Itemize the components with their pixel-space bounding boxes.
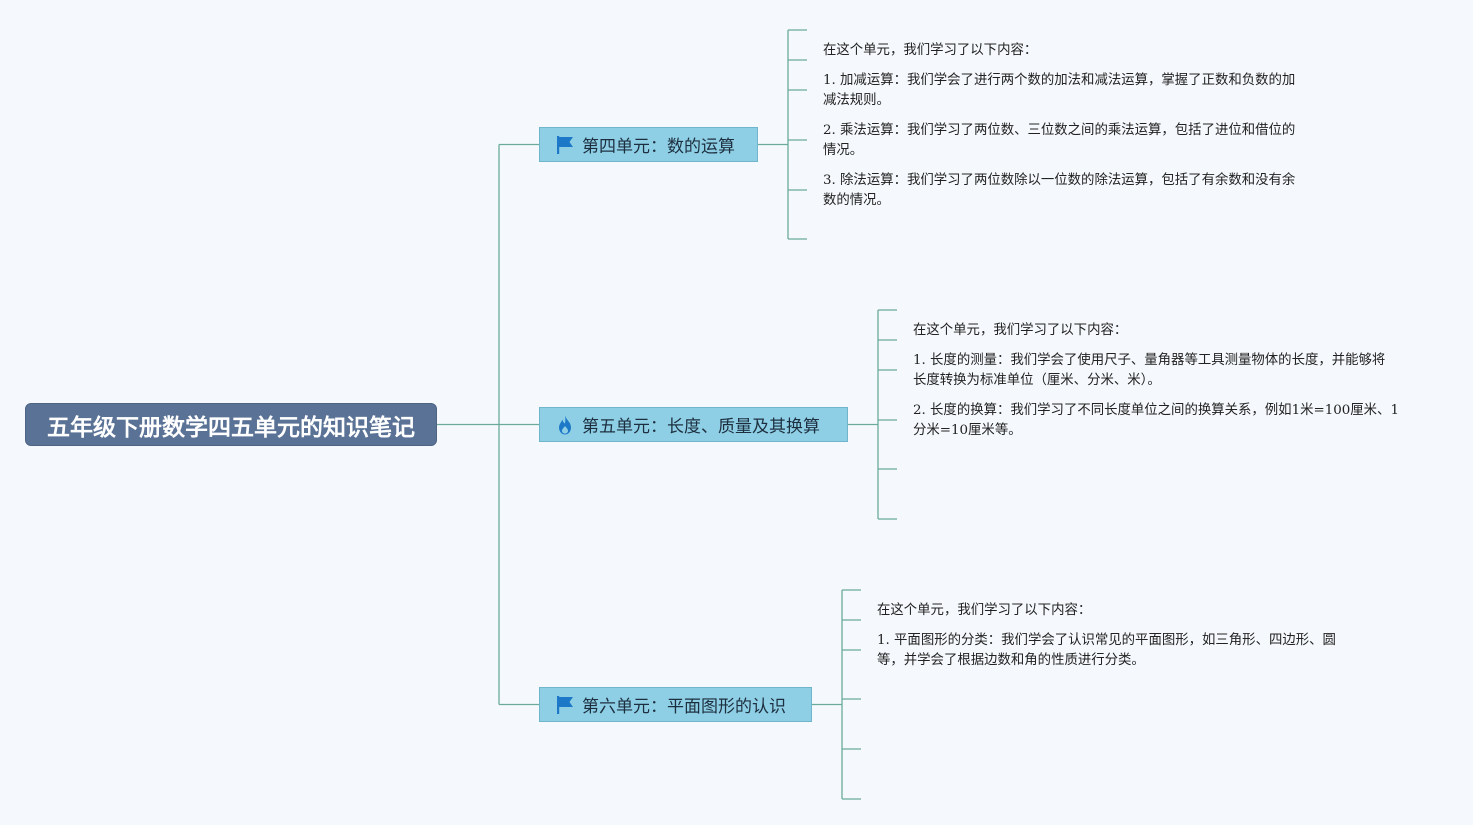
branch-title: 第四单元：数的运算	[582, 137, 735, 157]
branch-title: 第六单元：平面图形的认识	[582, 697, 786, 717]
note: 2. 长度的换算：我们学习了不同长度单位之间的换算关系，例如1米=100厘米、1…	[913, 403, 1399, 438]
flag-icon	[557, 135, 573, 154]
root-node[interactable]: 五年级下册数学四五单元的知识笔记	[25, 403, 437, 446]
branch-unit-6[interactable]: 第六单元：平面图形的认识	[539, 687, 812, 722]
branch-title: 第五单元：长度、质量及其换算	[582, 417, 820, 437]
note: 3. 除法运算：我们学习了两位数除以一位数的除法运算，包括了有余数和没有余 数的…	[823, 173, 1296, 208]
note: 1. 长度的测量：我们学会了使用尺子、量角器等工具测量物体的长度，并能够将 长度…	[913, 353, 1386, 388]
root-title: 五年级下册数学四五单元的知识笔记	[47, 414, 415, 441]
branch-unit-4[interactable]: 第四单元：数的运算	[539, 127, 758, 162]
note: 在这个单元，我们学习了以下内容：	[823, 43, 1038, 58]
note: 在这个单元，我们学习了以下内容：	[913, 323, 1128, 338]
note: 在这个单元，我们学习了以下内容：	[877, 603, 1092, 618]
flag-icon	[557, 695, 573, 714]
note: 1. 平面图形的分类：我们学会了认识常见的平面图形，如三角形、四边形、圆 等，并…	[877, 633, 1336, 668]
note: 1. 加减运算：我们学会了进行两个数的加法和减法运算，掌握了正数和负数的加 减法…	[823, 73, 1296, 108]
flame-icon	[559, 414, 571, 434]
note: 2. 乘法运算：我们学习了两位数、三位数之间的乘法运算，包括了进位和借位的 情况…	[823, 123, 1296, 158]
branch-unit-5[interactable]: 第五单元：长度、质量及其换算	[539, 407, 848, 442]
